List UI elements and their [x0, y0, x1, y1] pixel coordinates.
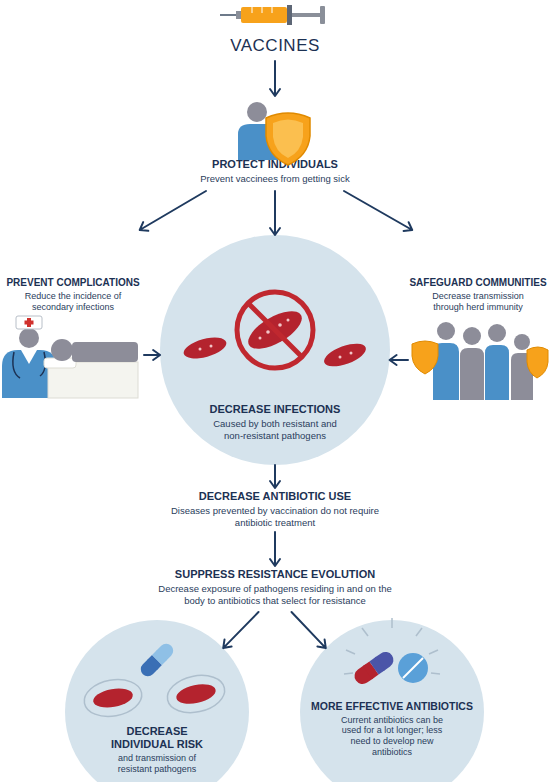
text-group: PREVENT COMPLICATIONS Reduce the incidenc…: [2, 277, 144, 313]
text-group: SAFEGUARD COMMUNITIES Decrease transmissi…: [408, 277, 548, 313]
flow-arrow: [270, 532, 280, 566]
process-node: DECREASE ANTIBIOTIC USE Diseases prevente…: [140, 488, 410, 532]
text-group: DECREASE INFECTIONS Caused by both resist…: [160, 403, 390, 441]
node-description: Decrease transmission through herd immun…: [422, 291, 534, 313]
doctor-patient-illustration: [25, 321, 34, 325]
doctor-patient-illustration: [48, 362, 138, 398]
node-description: Diseases prevented by vaccination do not…: [155, 505, 395, 528]
doctor-patient-illustration: [44, 358, 76, 368]
doctor-patient-illustration: [2, 316, 138, 398]
doctor-patient-illustration: [27, 318, 31, 327]
text-group: MORE EFFECTIVE ANTIBIOTICS Current antibi…: [300, 700, 484, 758]
community-illustration: [527, 347, 548, 378]
process-node: SAFEGUARD COMMUNITIES Decrease transmissi…: [408, 230, 548, 405]
flow-arrow: [270, 61, 280, 96]
flow-arrow: [140, 191, 206, 231]
community-illustration: [511, 353, 533, 400]
syringe-illustration: [236, 11, 241, 19]
process-node: PROTECT INDIVIDUALS Prevent vaccinees fro…: [160, 96, 390, 191]
syringe-illustration: [272, 7, 273, 13]
text-group: VACCINES: [175, 36, 375, 56]
outcome-circle: MORE EFFECTIVE ANTIBIOTICS Current antibi…: [300, 620, 484, 782]
syringe-illustration: [220, 14, 240, 16]
text-group: SUPPRESS RESISTANCE EVOLUTION Decrease ex…: [110, 568, 440, 606]
doctor-patient-illustration: [13, 352, 45, 378]
flow-arrow: [270, 191, 280, 235]
doctor-patient-illustration: [19, 328, 39, 348]
community-illustration: [412, 341, 438, 374]
doctor-patient-illustration: [21, 350, 37, 364]
process-node: PREVENT COMPLICATIONS Reduce the incidenc…: [2, 230, 144, 400]
flow-arrow: [223, 612, 258, 648]
node-heading: PROTECT INDIVIDUALS: [160, 158, 390, 171]
process-node: SUPPRESS RESISTANCE EVOLUTION Decrease ex…: [110, 566, 440, 612]
text-group: PROTECT INDIVIDUALS Prevent vaccinees fro…: [160, 158, 390, 185]
outcome-circle: DECREASE INDIVIDUAL RISKand transmission…: [65, 620, 249, 782]
flow-arrow: [344, 191, 412, 231]
doctor-patient-illustration: [72, 342, 138, 362]
doctor-patient-illustration: [16, 316, 42, 329]
syringe-illustration: [320, 6, 325, 24]
node-description: Decrease exposure of pathogens residing …: [150, 583, 400, 606]
syringe-illustration: [252, 7, 253, 13]
node-heading: SAFEGUARD COMMUNITIES: [408, 277, 548, 289]
node-heading: DECREASE INDIVIDUAL RISK: [101, 725, 213, 751]
node-description: Caused by both resistant and non-resista…: [208, 418, 343, 441]
protected-person-icon: [266, 113, 310, 165]
node-heading: DECREASE ANTIBIOTIC USE: [140, 490, 410, 503]
outcome-circle: DECREASE INFECTIONS Caused by both resist…: [160, 235, 390, 465]
node-description: Current antibiotics can be used for a lo…: [331, 715, 453, 758]
doctor-patient-illustration: [2, 350, 56, 398]
community-illustration: [488, 324, 506, 342]
flow-arrow: [270, 465, 280, 488]
syringe-illustration: [241, 7, 287, 23]
syringe-illustration: [262, 7, 263, 13]
community-illustration: [463, 327, 481, 345]
protected-person-icon: [273, 120, 303, 159]
doctor-patient-illustration: [51, 339, 73, 361]
node-description: and transmission of resistant pathogens: [101, 753, 213, 775]
community-illustration: [514, 334, 530, 350]
node-description: Prevent vaccinees from getting sick: [160, 173, 390, 184]
syringe-illustration: [292, 13, 320, 17]
community-illustration: [412, 322, 548, 400]
flow-arrow: [390, 355, 408, 365]
syringe-illustration: [287, 5, 292, 25]
node-description: Reduce the incidence of secondary infect…: [17, 291, 129, 313]
protected-person-icon: [247, 102, 267, 122]
flow-arrow: [144, 350, 160, 360]
text-group: DECREASE ANTIBIOTIC USE Diseases prevente…: [140, 490, 410, 528]
flow-arrow: [292, 612, 326, 648]
text-group: DECREASE INDIVIDUAL RISKand transmission…: [65, 725, 249, 775]
node-heading: DECREASE INFECTIONS: [175, 403, 375, 416]
node-heading: SUPPRESS RESISTANCE EVOLUTION: [110, 568, 440, 581]
protected-person-icon: [238, 102, 310, 165]
node-heading: PREVENT COMPLICATIONS: [2, 277, 144, 289]
community-illustration: [433, 343, 459, 400]
syringe-illustration: [220, 5, 325, 25]
community-illustration: [485, 345, 509, 400]
node-heading: VACCINES: [175, 36, 375, 56]
community-illustration: [460, 348, 484, 400]
community-illustration: [437, 322, 455, 340]
node-heading: MORE EFFECTIVE ANTIBIOTICS: [303, 700, 481, 713]
protected-person-icon: [238, 124, 278, 160]
title-node: VACCINES: [175, 33, 375, 61]
